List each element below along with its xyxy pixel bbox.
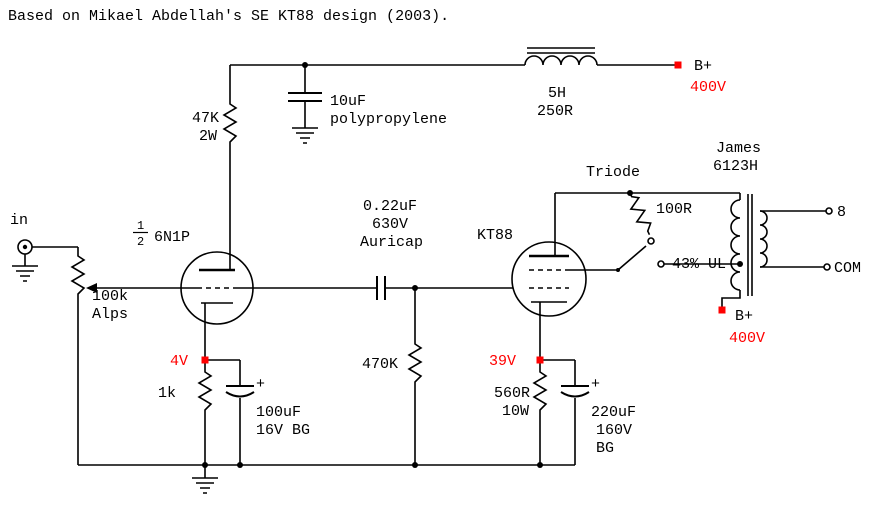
label-cathode-resistor-1k: 1k [158,385,176,402]
tube-kt88 [511,241,587,317]
bypass-cap-100uf [225,385,255,398]
label-cathode-resistor-560r-rating: 10W [502,403,529,420]
label-tube2-name: KT88 [477,227,513,244]
grid-resistor-470k [408,339,422,387]
cathode-resistor-560r [533,367,547,415]
label-plate-resistor-rating: 2W [199,128,217,145]
junction-dots [202,62,743,468]
pot-wiper-arrow-icon [86,283,97,293]
tube-6n1p [180,251,254,325]
label-ul-mode: 43% UL [672,256,726,273]
input-jack [17,239,33,255]
label-b-plus-top: B+ [694,58,712,75]
label-node-4v: 4V [170,353,188,370]
label-pot-value: 100k [92,288,128,305]
output-terminal-com [823,263,831,271]
label-choke-inductance: 5H [548,85,566,102]
label-cap-220uf-rating: 160V [596,422,632,439]
ground-main-icon [191,477,219,494]
label-coupling-cap-value: 0.22uF [363,198,417,215]
label-transformer-model: 6123H [713,158,758,175]
output-terminal-8 [825,207,833,215]
volume-pot-resistor [71,251,85,299]
label-cap-100uf-rating: 16V BG [256,422,310,439]
node-39v-dot [536,356,544,364]
label-mode-resistor: 100R [656,201,692,218]
label-triode-mode: Triode [586,164,640,181]
label-tube1-fraction-denominator: 2 [137,235,144,249]
output-transformer-symbol [730,194,833,296]
label-choke-resistance: 250R [537,103,573,120]
b-plus-bottom-terminal [718,306,726,314]
label-cap-100uf-plus: + [256,376,265,393]
label-cap-220uf-brand: BG [596,440,614,457]
label-plate-resistor-value: 47K [192,110,219,127]
triode-mode-resistor-100r [623,189,656,239]
label-cathode-resistor-560r: 560R [494,385,530,402]
label-cap-220uf-plus: + [591,376,600,393]
label-coupling-cap-rating: 630V [372,216,408,233]
label-b-plus-bottom-voltage: 400V [729,330,765,347]
bypass-cap-220uf [560,385,590,398]
b-plus-top-terminal [674,61,682,69]
cathode-resistor-1k [198,367,212,415]
label-coupling-cap-brand: Auricap [360,234,423,251]
node-4v-dot [201,356,209,364]
label-b-plus-bottom: B+ [735,308,753,325]
ground-input-icon [11,265,39,282]
label-cap-220uf-value: 220uF [591,404,636,421]
label-transformer-brand: James [716,140,761,157]
choke-symbol [524,47,598,66]
label-pot-brand: Alps [92,306,128,323]
label-cap-100uf-value: 100uF [256,404,301,421]
label-node-39v: 39V [489,353,516,370]
mode-switch-symbol [616,237,665,272]
label-tube1-fraction-numerator: 1 [137,219,144,233]
supply-cap-10uf [288,92,322,102]
schematic-title: Based on Mikael Abdellah's SE KT88 desig… [8,8,449,25]
plate-resistor-47k [223,99,237,147]
label-supply-cap-type: polypropylene [330,111,447,128]
label-tap-com: COM [834,260,861,277]
label-grid-resistor: 470K [362,356,398,373]
label-tube1-name: 6N1P [154,229,190,246]
label-input: in [10,212,28,229]
circuit-wires [24,64,826,478]
label-supply-cap-value: 10uF [330,93,366,110]
label-tap-8: 8 [837,204,846,221]
coupling-cap-symbol [376,276,386,300]
label-b-plus-top-voltage: 400V [690,79,726,96]
ground-supply-cap-icon [291,127,319,144]
